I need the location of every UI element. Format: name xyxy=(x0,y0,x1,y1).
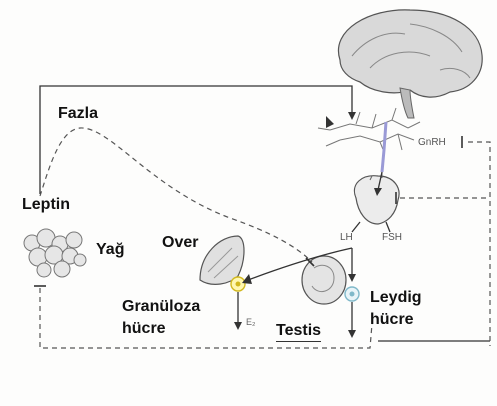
gnrh-neuron xyxy=(382,122,386,172)
arrowheads xyxy=(234,112,382,338)
fat-tissue-illustration xyxy=(24,229,86,277)
label-gnrh: GnRH xyxy=(418,137,446,148)
leptin-to-hypothalamus-arrow xyxy=(40,86,352,194)
pituitary-to-lh-line xyxy=(352,222,360,232)
brain-illustration xyxy=(338,10,482,118)
inhibition-bars xyxy=(34,136,462,286)
label-fsh: FSH xyxy=(382,232,402,243)
ovary-illustration xyxy=(200,236,245,291)
pituitary-gland xyxy=(354,172,399,224)
label-lh: LH xyxy=(340,232,353,243)
brain-outline xyxy=(338,10,482,97)
label-leptin: Leptin xyxy=(22,196,70,214)
solid-arrows xyxy=(40,86,490,341)
label-granuloza-hucre: hücre xyxy=(122,320,166,338)
label-yag: Yağ xyxy=(96,241,124,259)
label-leydig-hucre: hücre xyxy=(370,311,414,329)
dashed-feedback-lines xyxy=(40,128,490,348)
brainstem xyxy=(400,88,414,118)
label-over: Over xyxy=(162,234,198,252)
label-fazla: Fazla xyxy=(58,105,98,123)
label-testis: Testis xyxy=(276,322,321,342)
label-leydig: Leydig xyxy=(370,289,422,307)
label-granuloza: Granüloza xyxy=(122,298,200,316)
hypothalamus-neurons xyxy=(318,108,420,172)
label-e2: E₂ xyxy=(246,318,256,328)
pituitary-to-fsh-line xyxy=(386,222,390,232)
right-feedback-gnrh xyxy=(468,142,490,346)
